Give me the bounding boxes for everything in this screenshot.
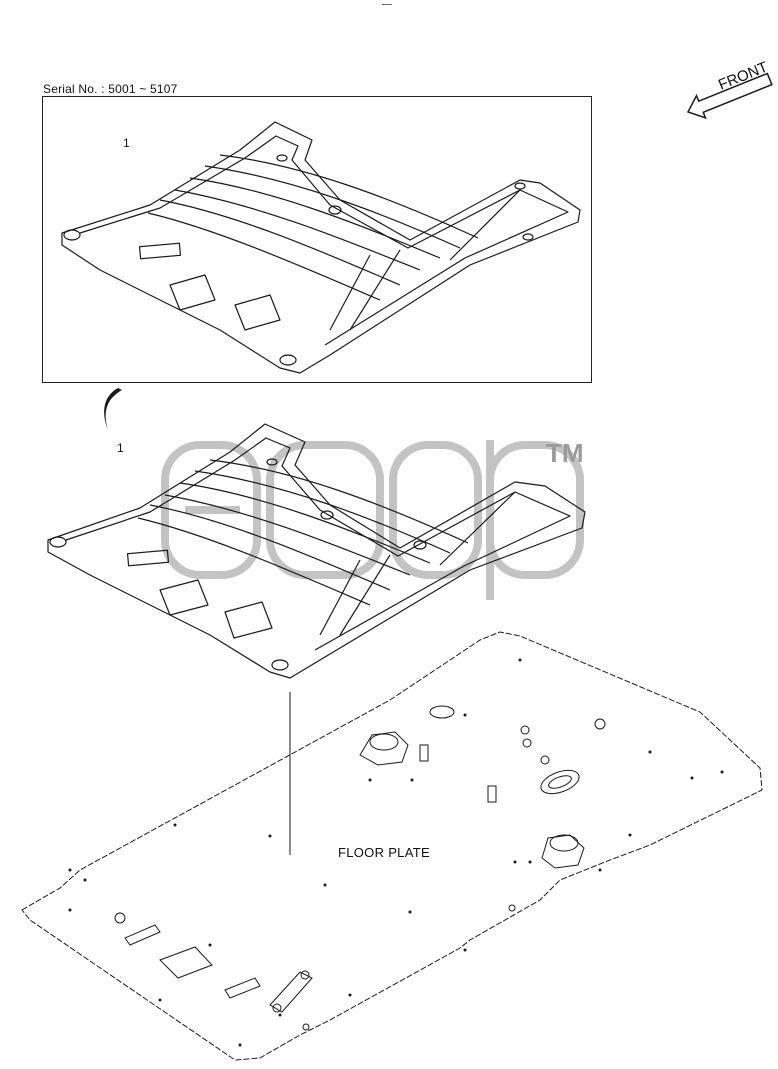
upper-part-callout: 1 [123,136,130,150]
variant-frame [42,96,592,383]
trademark-mark: TM [546,438,584,468]
serial-number-label: Serial No. : 5001 ~ 5107 [43,82,178,96]
floor-plate-label: FLOOR PLATE [338,845,430,860]
lower-part-callout: 1 [117,441,124,455]
top-mark [382,4,392,9]
